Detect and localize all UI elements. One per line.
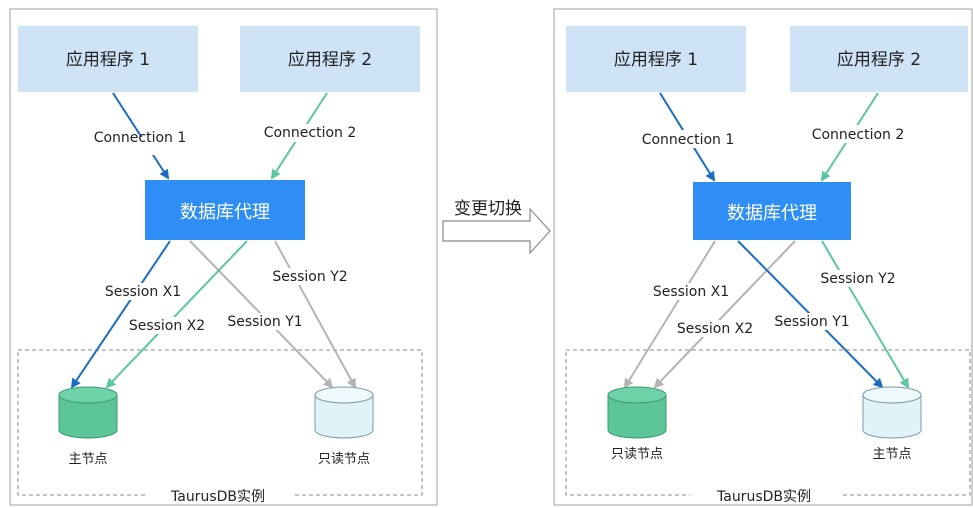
- session-x2-label: Session X2: [677, 321, 753, 337]
- app2-box: [240, 26, 420, 92]
- session-y2-line: [274, 240, 356, 389]
- session-y1-label-bg: [772, 313, 852, 330]
- panel-before-border: [9, 8, 438, 506]
- session-y1-label-bg: [225, 313, 305, 330]
- app2-label: 应用程序 2: [837, 50, 921, 70]
- instance-label-bg: [145, 486, 295, 504]
- app1-box: [18, 26, 198, 92]
- session-x1-line: [623, 240, 716, 389]
- db-cylinder-icon: [58, 386, 118, 439]
- session-x2-label: Session X2: [129, 318, 205, 334]
- app1-box: [566, 26, 746, 92]
- left-node-label: 只读节点: [611, 447, 663, 462]
- app2-label: 应用程序 2: [288, 50, 372, 70]
- instance-label: TaurusDB实例: [170, 489, 265, 505]
- right-node-label: 主节点: [872, 447, 911, 462]
- session-y2-label-bg: [818, 270, 898, 287]
- panel-after: 应用程序 1 应用程序 2 Connection 1 Connection 2 …: [553, 8, 973, 506]
- app1-label: 应用程序 1: [66, 50, 150, 70]
- session-x2-line: [105, 240, 248, 389]
- conn1-label-bg: [638, 130, 738, 148]
- conn2-label: Connection 2: [812, 127, 905, 143]
- right-node-label: 只读节点: [318, 452, 370, 467]
- conn2-label-bg: [808, 125, 908, 143]
- switch-label: 变更切换: [454, 199, 522, 219]
- conn1-label: Connection 1: [642, 132, 735, 148]
- db-cylinder-icon: [314, 386, 374, 439]
- session-x1-label: Session X1: [653, 284, 729, 300]
- left-node-label: 主节点: [68, 452, 107, 467]
- app2-box: [790, 26, 968, 92]
- conn2-label-bg: [260, 124, 360, 142]
- instance-label-bg: [690, 486, 840, 504]
- proxy-box: [145, 180, 305, 240]
- switch-arrow: 变更切换: [442, 199, 551, 255]
- session-x2-label-bg: [674, 320, 756, 337]
- session-y2-label: Session Y2: [272, 269, 347, 285]
- session-x2-line: [653, 240, 796, 389]
- session-x1-label-bg: [651, 283, 731, 300]
- session-y2-line: [821, 240, 910, 389]
- db-cylinder-icon: [607, 386, 667, 439]
- session-x1-label: Session X1: [105, 284, 181, 300]
- connection1-arrow: [112, 92, 170, 180]
- session-y1-label: Session Y1: [774, 314, 849, 330]
- proxy-label: 数据库代理: [727, 203, 817, 224]
- conn1-label-bg: [90, 137, 190, 155]
- session-y2-label: Session Y2: [820, 271, 895, 287]
- session-x1-line: [70, 240, 171, 389]
- session-x1-label-bg: [103, 283, 183, 300]
- session-x2-label-bg: [126, 317, 208, 334]
- session-y2-label-bg: [270, 268, 350, 285]
- session-y1-label: Session Y1: [227, 314, 302, 330]
- panel-after-border: [553, 8, 973, 506]
- panel-before: 应用程序 1 应用程序 2 Connection 1 Connection 2 …: [9, 8, 438, 506]
- conn2-label: Connection 2: [264, 125, 357, 141]
- db-cylinder-icon: [862, 386, 922, 439]
- arrow-right-icon: [442, 207, 551, 255]
- instance-label: TaurusDB实例: [716, 489, 811, 505]
- proxy-label: 数据库代理: [180, 202, 270, 223]
- conn1-label: Connection 1: [94, 130, 187, 146]
- proxy-box: [693, 182, 851, 240]
- app1-label: 应用程序 1: [614, 50, 698, 70]
